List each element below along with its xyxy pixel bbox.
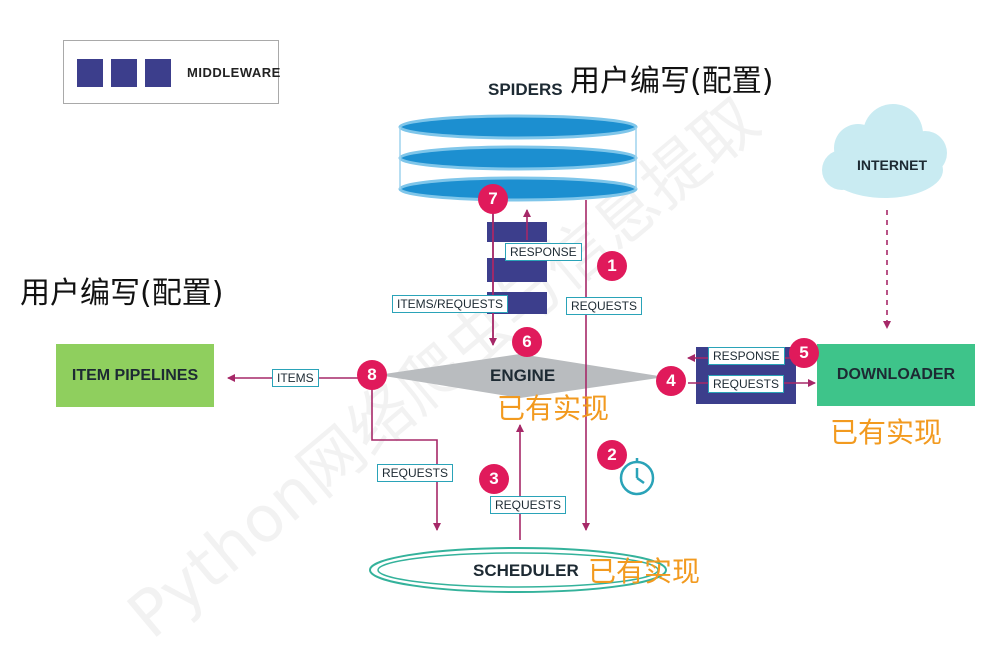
annotation-user-written-left: 用户编写(配置) bbox=[20, 276, 224, 311]
diagram-shapes bbox=[227, 104, 947, 593]
tag-response-spider: RESPONSE bbox=[505, 243, 582, 261]
downloader-box: DOWNLOADER bbox=[817, 344, 975, 406]
annotation-user-written-top: 用户编写(配置) bbox=[570, 64, 774, 99]
spiders-label: SPIDERS bbox=[488, 80, 563, 99]
tag-items-requests: ITEMS/REQUESTS bbox=[392, 295, 509, 313]
tag-requests-8: REQUESTS bbox=[377, 464, 454, 482]
annotation-implemented-scheduler: 已有实现 bbox=[588, 555, 701, 588]
item-pipelines-label: ITEM PIPELINES bbox=[71, 366, 199, 384]
annotation-implemented-engine: 已有实现 bbox=[497, 392, 610, 425]
middleware-swatch bbox=[77, 59, 103, 87]
tag-requests-3: REQUESTS bbox=[490, 496, 567, 514]
step-badge: 1 bbox=[597, 251, 627, 281]
internet-label: INTERNET bbox=[857, 157, 927, 173]
spiders-stack-icon bbox=[398, 114, 638, 202]
step-badge: 4 bbox=[656, 366, 686, 396]
downloader-label: DOWNLOADER bbox=[836, 366, 956, 383]
tag-requests-downloader: REQUESTS bbox=[708, 375, 785, 393]
step-badge: 7 bbox=[478, 184, 508, 214]
step-badge: 6 bbox=[512, 327, 542, 357]
engine-label: ENGINE bbox=[490, 366, 556, 385]
stopwatch-icon bbox=[619, 458, 655, 496]
step-badge: 2 bbox=[597, 440, 627, 470]
step-badge: 8 bbox=[357, 360, 387, 390]
item-pipelines-box: ITEM PIPELINES bbox=[56, 344, 214, 407]
middleware-swatch bbox=[111, 59, 137, 87]
legend-label: MIDDLEWARE bbox=[187, 65, 281, 80]
middleware-swatch bbox=[145, 59, 171, 87]
step-badge: 5 bbox=[789, 338, 819, 368]
scrapy-architecture-diagram: Python网络爬虫与信息提取 bbox=[20, 40, 975, 653]
step-badge: 3 bbox=[479, 464, 509, 494]
scheduler-label: SCHEDULER bbox=[473, 561, 579, 580]
legend: MIDDLEWARE bbox=[63, 40, 281, 104]
internet-cloud-icon bbox=[822, 104, 947, 198]
scheduler-rings-icon bbox=[369, 547, 667, 593]
tag-requests-1: REQUESTS bbox=[566, 297, 643, 315]
engine-shape bbox=[378, 354, 665, 398]
annotation-implemented-downloader: 已有实现 bbox=[830, 416, 943, 449]
tag-response-downloader: RESPONSE bbox=[708, 347, 785, 365]
tag-items: ITEMS bbox=[272, 369, 319, 387]
